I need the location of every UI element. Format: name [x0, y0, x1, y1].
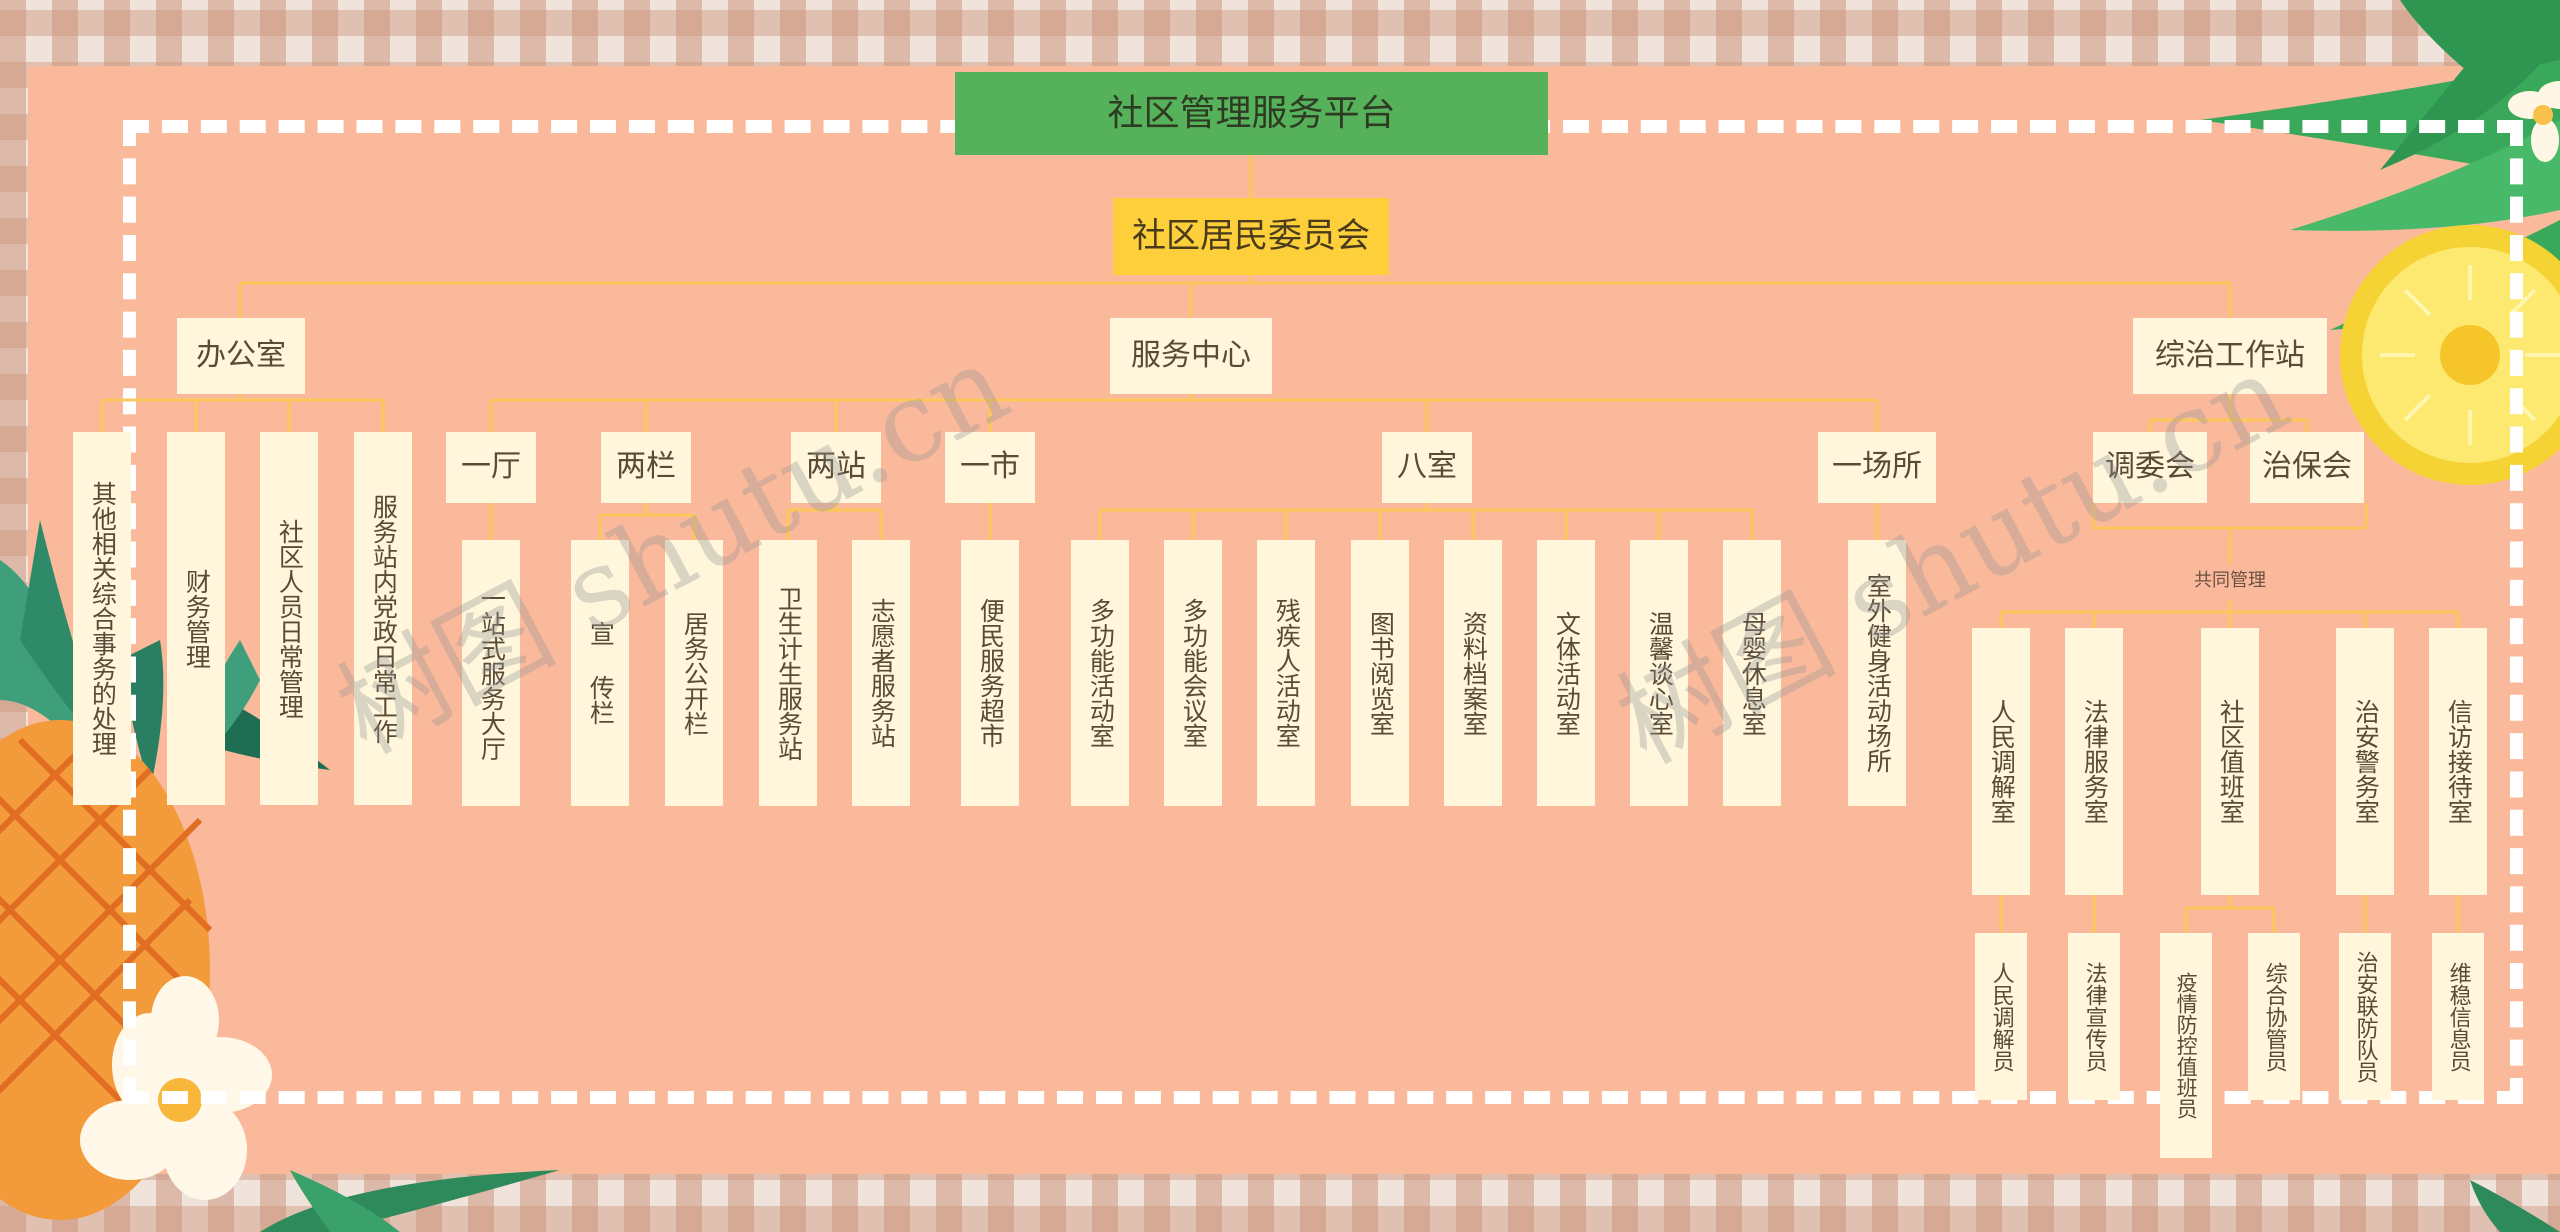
staff-stability-info: 维稳信息员	[2432, 933, 2484, 1100]
room-legal-service: 法律服务室	[2065, 628, 2123, 895]
office-item-finance: 财务管理	[167, 432, 225, 805]
service-group-yiting: 一厅	[446, 432, 536, 503]
service-item-activity-room: 多功能活动室	[1071, 540, 1129, 806]
service-group-liangzhan: 两站	[791, 432, 881, 503]
office-item-other-affairs: 其他相关综合事务的处理	[73, 432, 131, 805]
staff-security-patrol: 治安联防队员	[2339, 933, 2391, 1100]
mediation-committee-node: 调委会	[2093, 432, 2207, 503]
service-item-archive-room: 资料档案室	[1444, 540, 1502, 806]
staff-coordinator: 综合协管员	[2248, 933, 2300, 1100]
service-item-disabled-room: 残疾人活动室	[1257, 540, 1315, 806]
service-item-sports-room: 文体活动室	[1537, 540, 1595, 806]
room-police: 治安警务室	[2336, 628, 2394, 895]
service-group-yishi: 一市	[945, 432, 1035, 503]
joint-management-label: 共同管理	[2194, 570, 2266, 591]
room-petition: 信访接待室	[2429, 628, 2487, 895]
service-item-health-station: 卫生计生服务站	[759, 540, 817, 806]
service-group-yichangsuo: 一场所	[1818, 432, 1936, 503]
service-group-liangl: 两栏	[601, 432, 691, 503]
service-item-counseling-room: 温馨谈心室	[1630, 540, 1688, 806]
office-item-staff-management: 社区人员日常管理	[260, 432, 318, 805]
service-item-volunteer-station: 志愿者服务站	[852, 540, 910, 806]
service-item-nursing-room: 母婴休息室	[1723, 540, 1781, 806]
service-item-publicity-board: 宣 传栏	[571, 540, 629, 806]
staff-mediator: 人民调解员	[1975, 933, 2027, 1100]
security-committee-node: 治保会	[2250, 432, 2364, 503]
platform-title: 社区管理服务平台	[955, 72, 1548, 155]
service-item-one-stop-hall: 一站式服务大厅	[462, 540, 520, 806]
flower-top-right-icon	[2508, 81, 2560, 162]
service-item-meeting-room: 多功能会议室	[1164, 540, 1222, 806]
room-mediation: 人民调解室	[1972, 628, 2030, 895]
service-item-affairs-board: 居务公开栏	[665, 540, 723, 806]
leaves-bottom-icon	[260, 1170, 2560, 1232]
office-item-party-work: 服务站内党政日常工作	[354, 432, 412, 805]
staff-legal-publicist: 法律宣传员	[2068, 933, 2120, 1100]
governance-station-node: 综治工作站	[2133, 318, 2327, 394]
residents-committee-node: 社区居民委员会	[1113, 198, 1389, 275]
service-center-node: 服务中心	[1110, 318, 1272, 394]
service-item-convenience-market: 便民服务超市	[961, 540, 1019, 806]
service-item-outdoor-fitness: 室外健身活动场所	[1848, 540, 1906, 806]
service-item-reading-room: 图书阅览室	[1351, 540, 1409, 806]
service-group-bashi: 八室	[1382, 432, 1472, 503]
staff-epidemic-duty: 疫情防控值班员	[2160, 933, 2212, 1158]
room-duty: 社区值班室	[2201, 628, 2259, 895]
office-node: 办公室	[177, 318, 305, 394]
